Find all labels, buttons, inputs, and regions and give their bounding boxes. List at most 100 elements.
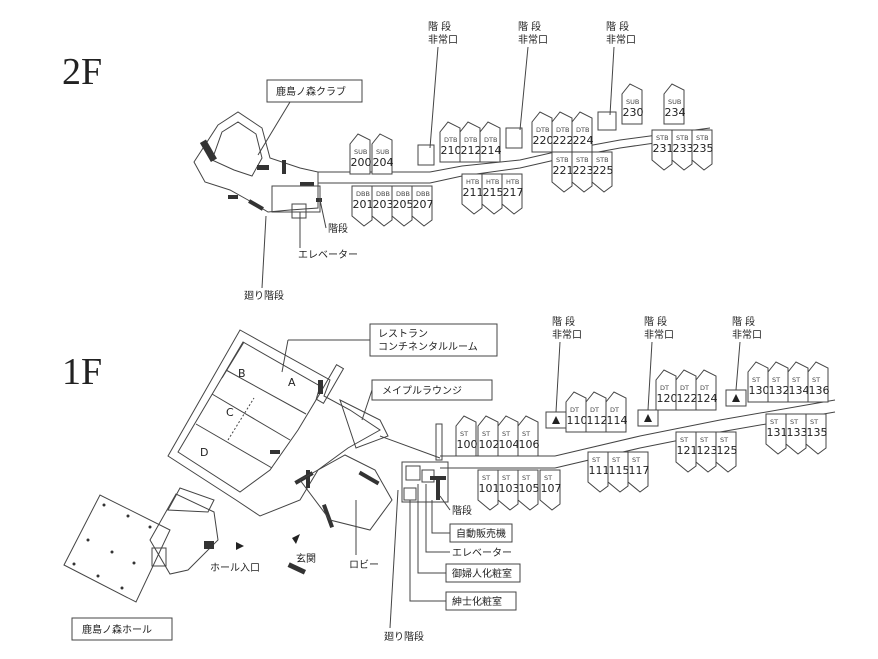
room-type-114: DT: [610, 406, 619, 414]
room-number-230: 230: [623, 106, 644, 119]
room-type-222: DTB: [556, 126, 569, 134]
hall-label: 鹿島ノ森ホール: [82, 623, 152, 636]
room-number-135: 135: [807, 426, 828, 439]
room-number-130: 130: [749, 384, 770, 397]
room-type-224: DTB: [576, 126, 589, 134]
stairs-label-1f: 階段: [452, 504, 472, 517]
room-type-210: DTB: [444, 136, 457, 144]
room-type-121: ST: [680, 436, 688, 444]
room-number-205: 205: [393, 198, 414, 211]
room-type-207: DBB: [416, 190, 430, 198]
rooms-1f-south: ST101ST103ST105ST107ST111ST115ST117ST121…: [477, 413, 828, 511]
room-number-203: 203: [373, 198, 394, 211]
room-number-214: 214: [481, 144, 502, 157]
vending-label: 自動販売機: [456, 527, 506, 540]
stairs-label-2f: 階段: [328, 222, 348, 235]
room-number-103: 103: [499, 482, 520, 495]
room-number-114: 114: [607, 414, 628, 427]
svg-text:非常口: 非常口: [518, 33, 548, 46]
room-number-200: 200: [351, 156, 372, 169]
room-number-134: 134: [789, 384, 810, 397]
room-type-122: DT: [680, 384, 689, 392]
room-number-117: 117: [629, 464, 650, 477]
room-type-131: ST: [770, 418, 778, 426]
room-number-102: 102: [479, 438, 500, 451]
room-number-111: 111: [589, 464, 610, 477]
room-type-103: ST: [502, 474, 510, 482]
room-number-223: 223: [573, 164, 594, 177]
floor-label-2f: 2F: [62, 51, 102, 93]
room-type-134: ST: [792, 376, 800, 384]
room-number-104: 104: [499, 438, 520, 451]
room-number-231: 231: [653, 142, 674, 155]
svg-text:非常口: 非常口: [606, 33, 636, 46]
room-type-204: SUB: [376, 148, 389, 156]
room-type-235: STB: [696, 134, 709, 142]
room-number-121: 121: [677, 444, 698, 457]
room-number-207: 207: [413, 198, 434, 211]
room-type-133: ST: [790, 418, 798, 426]
room-type-105: ST: [522, 474, 530, 482]
elevator-label-2f: エレベーター: [298, 249, 358, 261]
emergency-stairs-1f-1: 階 段 非常口: [552, 315, 582, 413]
room-number-222: 222: [553, 134, 574, 147]
room-number-123: 123: [697, 444, 718, 457]
room-type-123: ST: [700, 436, 708, 444]
emergency-stairs-2f-1: 階 段 非常口: [428, 20, 458, 149]
club-building-2f: [193, 111, 322, 219]
room-number-224: 224: [573, 134, 594, 147]
room-type-211: HTB: [466, 178, 479, 186]
room-number-221: 221: [553, 164, 574, 177]
room-number-234: 234: [665, 106, 686, 119]
room-type-101: ST: [482, 474, 490, 482]
corridor-2f: [318, 111, 711, 184]
room-number-210: 210: [441, 144, 462, 157]
hall-building: [63, 487, 219, 603]
entrance-arrow-icon: [292, 534, 300, 544]
room-number-220: 220: [533, 134, 554, 147]
rooms-2f-north: SUB200SUB204DTB210DTB212DTB214DTB220DTB2…: [349, 83, 686, 175]
room-number-106: 106: [519, 438, 540, 451]
emergency-stairs-1f-3: 階 段 非常口: [732, 315, 762, 391]
section-d: D: [200, 446, 208, 459]
room-type-135: ST: [810, 418, 818, 426]
room-number-115: 115: [609, 464, 630, 477]
room-type-111: ST: [592, 456, 600, 464]
restaurant-label-1: レストラン: [378, 328, 428, 340]
room-number-233: 233: [673, 142, 694, 155]
room-number-100: 100: [457, 438, 478, 451]
room-type-130: ST: [752, 376, 760, 384]
room-type-220: DTB: [536, 126, 549, 134]
club-label: 鹿島ノ森クラブ: [276, 85, 346, 98]
room-type-231: STB: [656, 134, 669, 142]
room-number-105: 105: [519, 482, 540, 495]
room-type-233: STB: [676, 134, 689, 142]
room-number-201: 201: [353, 198, 374, 211]
